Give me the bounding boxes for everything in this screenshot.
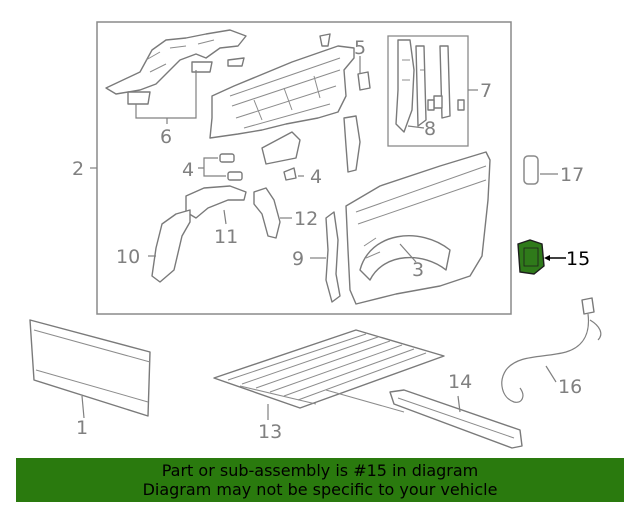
- callout-16: 16: [558, 376, 582, 398]
- callout-7: 7: [480, 80, 492, 102]
- callout-5: 5: [354, 37, 366, 59]
- callout-13: 13: [258, 421, 282, 443]
- part-9-shape[interactable]: [325, 211, 341, 303]
- callout-6: 6: [160, 126, 172, 148]
- part-5-shape[interactable]: [357, 71, 371, 91]
- banner-line-2: Diagram may not be specific to your vehi…: [142, 480, 498, 499]
- inner-side-panel-shape: [209, 33, 355, 165]
- leader-lines: [81, 56, 566, 420]
- callout-1: 1: [76, 417, 88, 439]
- callout-10: 10: [116, 246, 140, 268]
- part-15-shape[interactable]: [517, 239, 545, 275]
- banner-line-1: Part or sub-assembly is #15 in diagram: [161, 461, 479, 480]
- parts-diagram: 1 2 3 4 4 5 6 7 8 9 10 11 12 13 14 15 16…: [29, 21, 602, 449]
- sub-group-frame-7-8: [387, 35, 469, 147]
- part-12-shape[interactable]: [253, 187, 281, 239]
- part-7-8-shape[interactable]: [395, 39, 465, 133]
- part-6-shape[interactable]: [105, 29, 247, 105]
- part-4-shape[interactable]: [219, 153, 297, 181]
- callout-9: 9: [292, 248, 304, 270]
- callout-11: 11: [214, 226, 238, 248]
- callout-labels: 1 2 3 4 4 5 6 7 8 9 10 11 12 13 14 15 16…: [72, 37, 590, 443]
- part-16-shape[interactable]: [501, 297, 602, 403]
- callout-15: 15: [566, 248, 590, 270]
- part-1-shape[interactable]: [29, 319, 151, 417]
- part-14-shape[interactable]: [389, 389, 523, 449]
- info-banner: Part or sub-assembly is #15 in diagram D…: [16, 458, 624, 502]
- part-13-shape[interactable]: [213, 329, 445, 413]
- part-3-shape[interactable]: [345, 151, 491, 305]
- callout-4b: 4: [310, 166, 322, 188]
- part-10-shape[interactable]: [151, 209, 191, 283]
- callout-12: 12: [294, 208, 318, 230]
- front-pillar-shape: [343, 115, 361, 173]
- callout-4a: 4: [182, 159, 194, 181]
- callout-17: 17: [560, 164, 584, 186]
- callout-3: 3: [412, 259, 424, 281]
- callout-2: 2: [72, 158, 84, 180]
- part-11-shape[interactable]: [185, 185, 247, 219]
- part-17-shape[interactable]: [523, 155, 539, 185]
- callout-8: 8: [424, 118, 436, 140]
- callout-14: 14: [448, 371, 472, 393]
